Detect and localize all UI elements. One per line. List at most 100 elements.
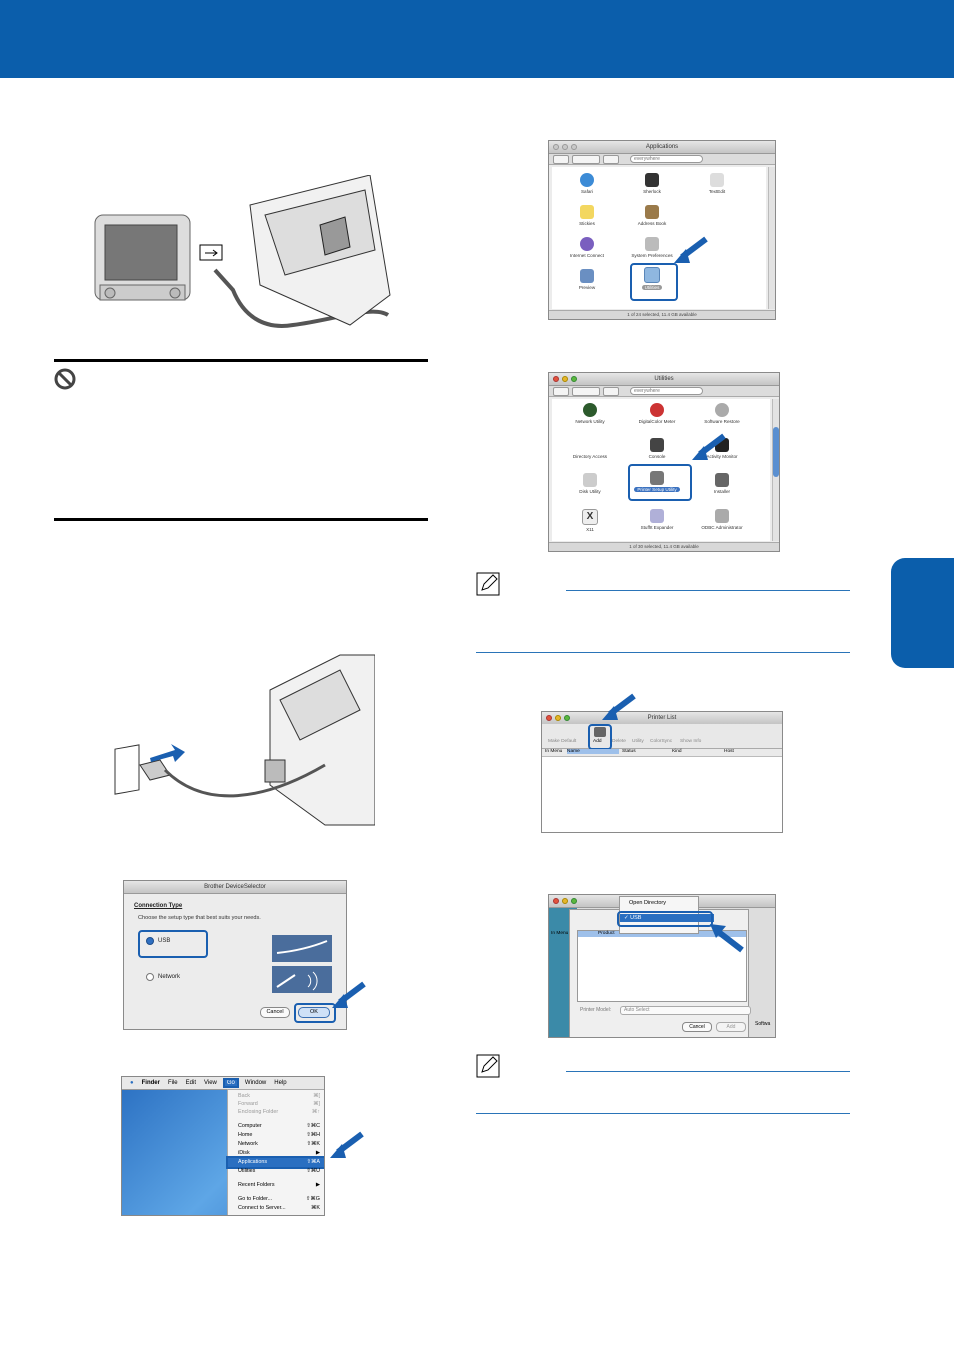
menu-item-connect-to-server[interactable]: Connect to Server...⌘K bbox=[238, 1205, 320, 1211]
network-label: Network bbox=[158, 974, 181, 980]
app-installer[interactable]: Installer bbox=[694, 473, 750, 494]
show-info-button[interactable]: Show Info bbox=[680, 739, 702, 744]
app-utilities[interactable]: Utilities bbox=[624, 267, 680, 290]
book-icon bbox=[645, 205, 659, 219]
colorsync-button[interactable]: ColorSync bbox=[650, 739, 673, 744]
notice-top-rule bbox=[54, 359, 428, 362]
hat-icon bbox=[645, 173, 659, 187]
radio-unselected-icon bbox=[146, 973, 154, 981]
view-buttons[interactable] bbox=[572, 154, 600, 164]
action-gear-button[interactable] bbox=[603, 154, 619, 164]
meter-icon bbox=[650, 403, 664, 417]
menu-item-home[interactable]: Home⇧⌘H bbox=[238, 1132, 320, 1138]
menu-finder[interactable]: Finder bbox=[141, 1080, 160, 1086]
menu-view[interactable]: View bbox=[203, 1080, 217, 1086]
menu-window[interactable]: Window bbox=[244, 1080, 267, 1086]
printer-add-icon bbox=[594, 727, 606, 737]
app-directory-access[interactable]: Directory Access bbox=[562, 438, 618, 459]
prohibited-icon bbox=[54, 368, 76, 390]
pointer-arrow-icon bbox=[332, 981, 366, 1008]
network-icon bbox=[583, 403, 597, 417]
usb-label: USB bbox=[158, 938, 171, 944]
app-internet-connect[interactable]: Internet Connect bbox=[559, 237, 615, 258]
cancel-button[interactable]: Cancel bbox=[682, 1022, 712, 1032]
menu-item-open-directory[interactable]: Open Directory bbox=[629, 900, 666, 906]
app-stuffit-expander[interactable]: StuffIt Expander bbox=[629, 509, 685, 530]
side-text: Softwa bbox=[755, 1021, 771, 1027]
col-name[interactable]: Name bbox=[567, 749, 619, 754]
scrollbar-thumb[interactable] bbox=[773, 427, 779, 477]
col-kind[interactable]: Kind bbox=[672, 749, 682, 754]
col-in-menu[interactable]: In Menu bbox=[545, 749, 563, 754]
view-buttons[interactable] bbox=[572, 386, 600, 396]
menu-item-applications[interactable]: Applications⇧⌘A bbox=[226, 1156, 324, 1169]
action-gear-button[interactable] bbox=[603, 386, 619, 396]
apple-icon[interactable]: ● bbox=[130, 1080, 134, 1086]
menu-item-idisk[interactable]: iDisk▶ bbox=[238, 1150, 320, 1156]
delete-button[interactable]: Delete bbox=[612, 739, 626, 744]
window-toolbar: everywhere bbox=[549, 154, 775, 165]
app-software-restore[interactable]: Software Restore bbox=[694, 403, 750, 424]
menubar: ● Finder File Edit View Go Window Help bbox=[122, 1077, 324, 1090]
switch-icon bbox=[645, 237, 659, 251]
pointer-arrow-icon bbox=[674, 236, 708, 263]
app-sherlock[interactable]: Sherlock bbox=[624, 173, 680, 194]
utility-button[interactable]: Utility bbox=[632, 739, 644, 744]
compass-icon bbox=[580, 173, 594, 187]
box-icon bbox=[715, 473, 729, 487]
back-forward-button[interactable] bbox=[553, 386, 569, 396]
usb-highlight bbox=[617, 911, 713, 927]
menu-edit[interactable]: Edit bbox=[185, 1080, 196, 1086]
menu-item-go-to-folder[interactable]: Go to Folder...⇧⌘G bbox=[238, 1196, 320, 1202]
connection-pictures bbox=[272, 935, 332, 993]
finder-go-menu-screenshot: ● Finder File Edit View Go Window Help B… bbox=[121, 1076, 325, 1216]
back-forward-button[interactable] bbox=[553, 154, 569, 164]
connection-type-heading: Connection Type bbox=[134, 903, 183, 909]
app-address-book[interactable]: Address Book bbox=[624, 205, 680, 226]
menu-item-utilities[interactable]: Utilities⇧⌘U bbox=[238, 1168, 320, 1174]
instruction-text: Choose the setup type that best suits yo… bbox=[138, 915, 261, 921]
app-console[interactable]: Console bbox=[629, 438, 685, 459]
menu-file[interactable]: File bbox=[167, 1080, 178, 1086]
col-host[interactable]: Host bbox=[724, 749, 734, 754]
device-selector-window: Brother DeviceSelector Connection Type C… bbox=[123, 880, 347, 1030]
scrollbar[interactable] bbox=[772, 399, 779, 541]
app-digitalcolor-meter[interactable]: DigitalColor Meter bbox=[629, 403, 685, 424]
app-printer-setup-utility[interactable]: Printer Setup Utility bbox=[629, 471, 685, 492]
cancel-button[interactable]: Cancel bbox=[260, 1007, 290, 1018]
search-field[interactable]: everywhere bbox=[630, 387, 703, 395]
app-preview[interactable]: Preview bbox=[559, 269, 615, 290]
printer-model-select[interactable]: Auto Select bbox=[620, 1006, 751, 1015]
printer-icon bbox=[650, 471, 664, 485]
search-field[interactable]: everywhere bbox=[630, 155, 703, 163]
menu-go[interactable]: Go bbox=[222, 1078, 239, 1088]
x-icon: X bbox=[582, 509, 598, 525]
menu-item-network[interactable]: Network⇧⌘K bbox=[238, 1141, 320, 1147]
menu-help[interactable]: Help bbox=[274, 1080, 287, 1086]
menu-item-back[interactable]: Back⌘[ bbox=[238, 1093, 320, 1099]
col-status[interactable]: Status bbox=[622, 749, 636, 754]
app-odbc-administrator[interactable]: ODBC Administrator bbox=[694, 509, 750, 530]
app-textedit[interactable]: TextEdit bbox=[689, 173, 745, 194]
make-default-button[interactable]: Make Default bbox=[548, 739, 577, 744]
network-radio[interactable]: Network bbox=[146, 973, 180, 981]
app-safari[interactable]: Safari bbox=[559, 173, 615, 194]
menu-item-recent-folders[interactable]: Recent Folders▶ bbox=[238, 1182, 320, 1188]
menu-item-usb[interactable]: ✓ USB bbox=[620, 914, 714, 922]
app-system-preferences[interactable]: System Preferences bbox=[624, 237, 680, 258]
ok-button[interactable]: OK bbox=[298, 1007, 330, 1018]
note-rule bbox=[566, 1071, 850, 1072]
menu-item-enclosing-folder[interactable]: Enclosing Folder⌘↑ bbox=[238, 1109, 320, 1115]
app-network-utility[interactable]: Network Utility bbox=[562, 403, 618, 424]
app-disk-utility[interactable]: Disk Utility bbox=[562, 473, 618, 494]
applications-window: Applications everywhere Safari Sherlock … bbox=[548, 140, 776, 320]
add-button[interactable]: Add bbox=[716, 1022, 746, 1032]
add-button[interactable]: Add bbox=[593, 739, 602, 744]
printer-list-window: Printer List Make Default Add Delete Uti… bbox=[541, 711, 783, 833]
usb-radio[interactable]: USB bbox=[146, 937, 170, 945]
scrollbar[interactable] bbox=[768, 167, 775, 309]
menu-item-forward[interactable]: Forward⌘] bbox=[238, 1101, 320, 1107]
app-stickies[interactable]: Stickies bbox=[559, 205, 615, 226]
menu-item-computer[interactable]: Computer⇧⌘C bbox=[238, 1123, 320, 1129]
